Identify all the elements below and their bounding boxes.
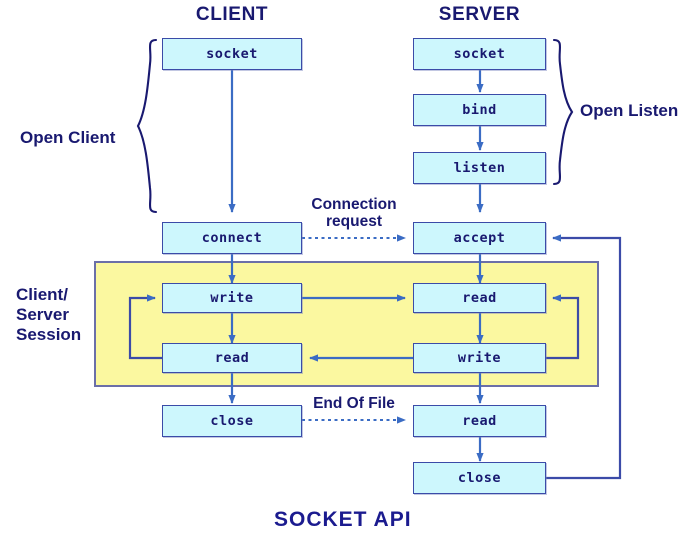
column-title-server: SERVER — [438, 4, 521, 25]
group-label-open-listen: Open Listen — [580, 101, 679, 120]
column-title-client: CLIENT — [195, 4, 269, 25]
node-server-bind[interactable]: bind — [413, 94, 546, 126]
footer-title: SOCKET API — [274, 508, 412, 531]
node-server-listen[interactable]: listen — [413, 152, 546, 184]
node-server-write[interactable]: write — [413, 343, 546, 373]
edge-label-connection-request: Connection request — [311, 196, 397, 230]
group-label-open-client: Open Client — [20, 128, 116, 147]
open-client-bracket — [136, 38, 158, 214]
node-server-read-eof[interactable]: read — [413, 405, 546, 437]
open-listen-bracket — [552, 38, 574, 186]
node-client-read[interactable]: read — [162, 343, 302, 373]
group-label-client-server-session: Client/ Server Session — [16, 285, 82, 345]
node-server-accept[interactable]: accept — [413, 222, 546, 254]
node-client-close[interactable]: close — [162, 405, 302, 437]
node-client-connect[interactable]: connect — [162, 222, 302, 254]
node-client-socket[interactable]: socket — [162, 38, 302, 70]
edge-server-write-loop-to-read — [546, 294, 580, 360]
node-server-socket[interactable]: socket — [413, 38, 546, 70]
edge-label-end-of-file: End Of File — [313, 395, 395, 412]
node-client-write[interactable]: write — [162, 283, 302, 313]
node-server-read[interactable]: read — [413, 283, 546, 313]
edge-server-close-back-to-accept — [546, 234, 622, 480]
edge-client-read-loop-to-write — [128, 294, 162, 360]
node-server-close[interactable]: close — [413, 462, 546, 494]
